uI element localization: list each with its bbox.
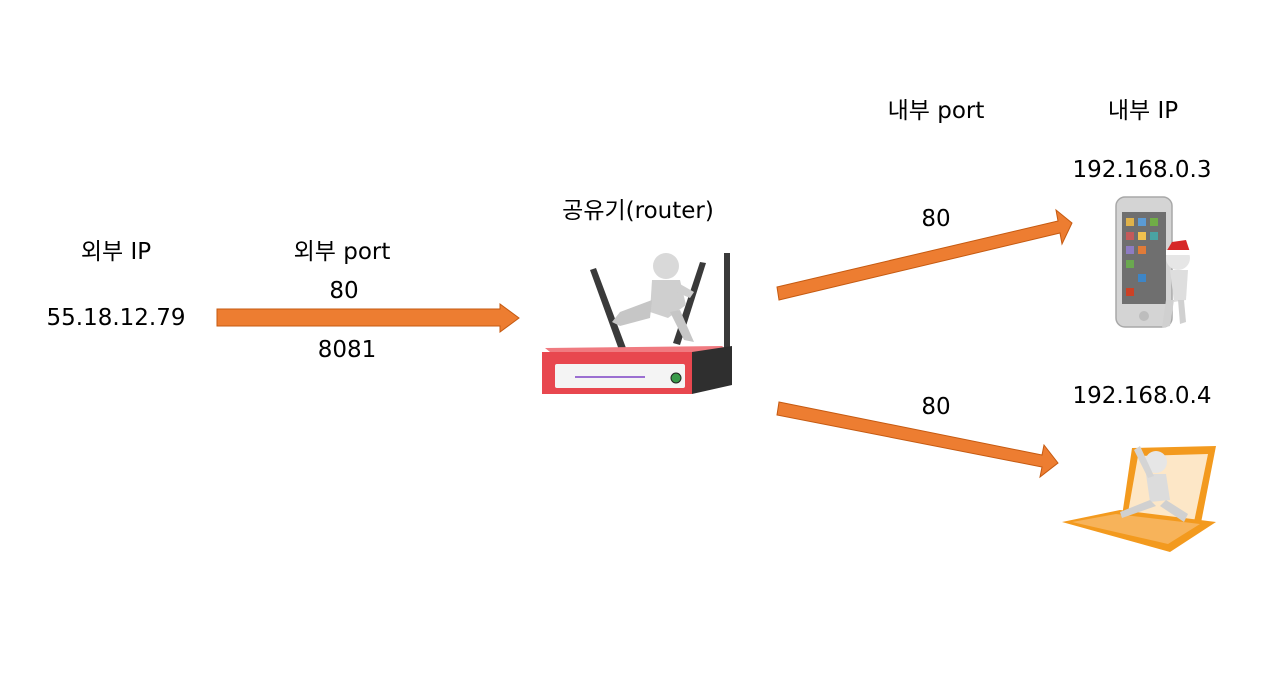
internal-ip-header: 내부 IP xyxy=(1107,98,1179,124)
arrow-external-to-router xyxy=(216,303,520,333)
router-label: 공유기(router) xyxy=(562,198,714,224)
phone-ip-value: 192.168.0.3 xyxy=(1072,157,1212,183)
external-ip-value: 55.18.12.79 xyxy=(46,305,186,331)
arrow-router-to-phone xyxy=(776,208,1073,301)
external-port-8081: 8081 xyxy=(317,337,377,363)
laptop-ip-value: 192.168.0.4 xyxy=(1072,383,1212,409)
arrow-router-to-laptop xyxy=(776,401,1059,479)
laptop-figure-icon xyxy=(1062,446,1216,552)
phone-figure-icon xyxy=(1115,196,1190,328)
internal-port-header: 내부 port xyxy=(887,98,985,124)
external-port-header: 외부 port xyxy=(293,239,391,265)
internal-port-phone: 80 xyxy=(921,206,951,232)
router-figure-icon xyxy=(542,253,732,394)
internal-port-laptop: 80 xyxy=(921,394,951,420)
external-ip-header: 외부 IP xyxy=(80,239,152,265)
external-port-80: 80 xyxy=(329,278,359,304)
